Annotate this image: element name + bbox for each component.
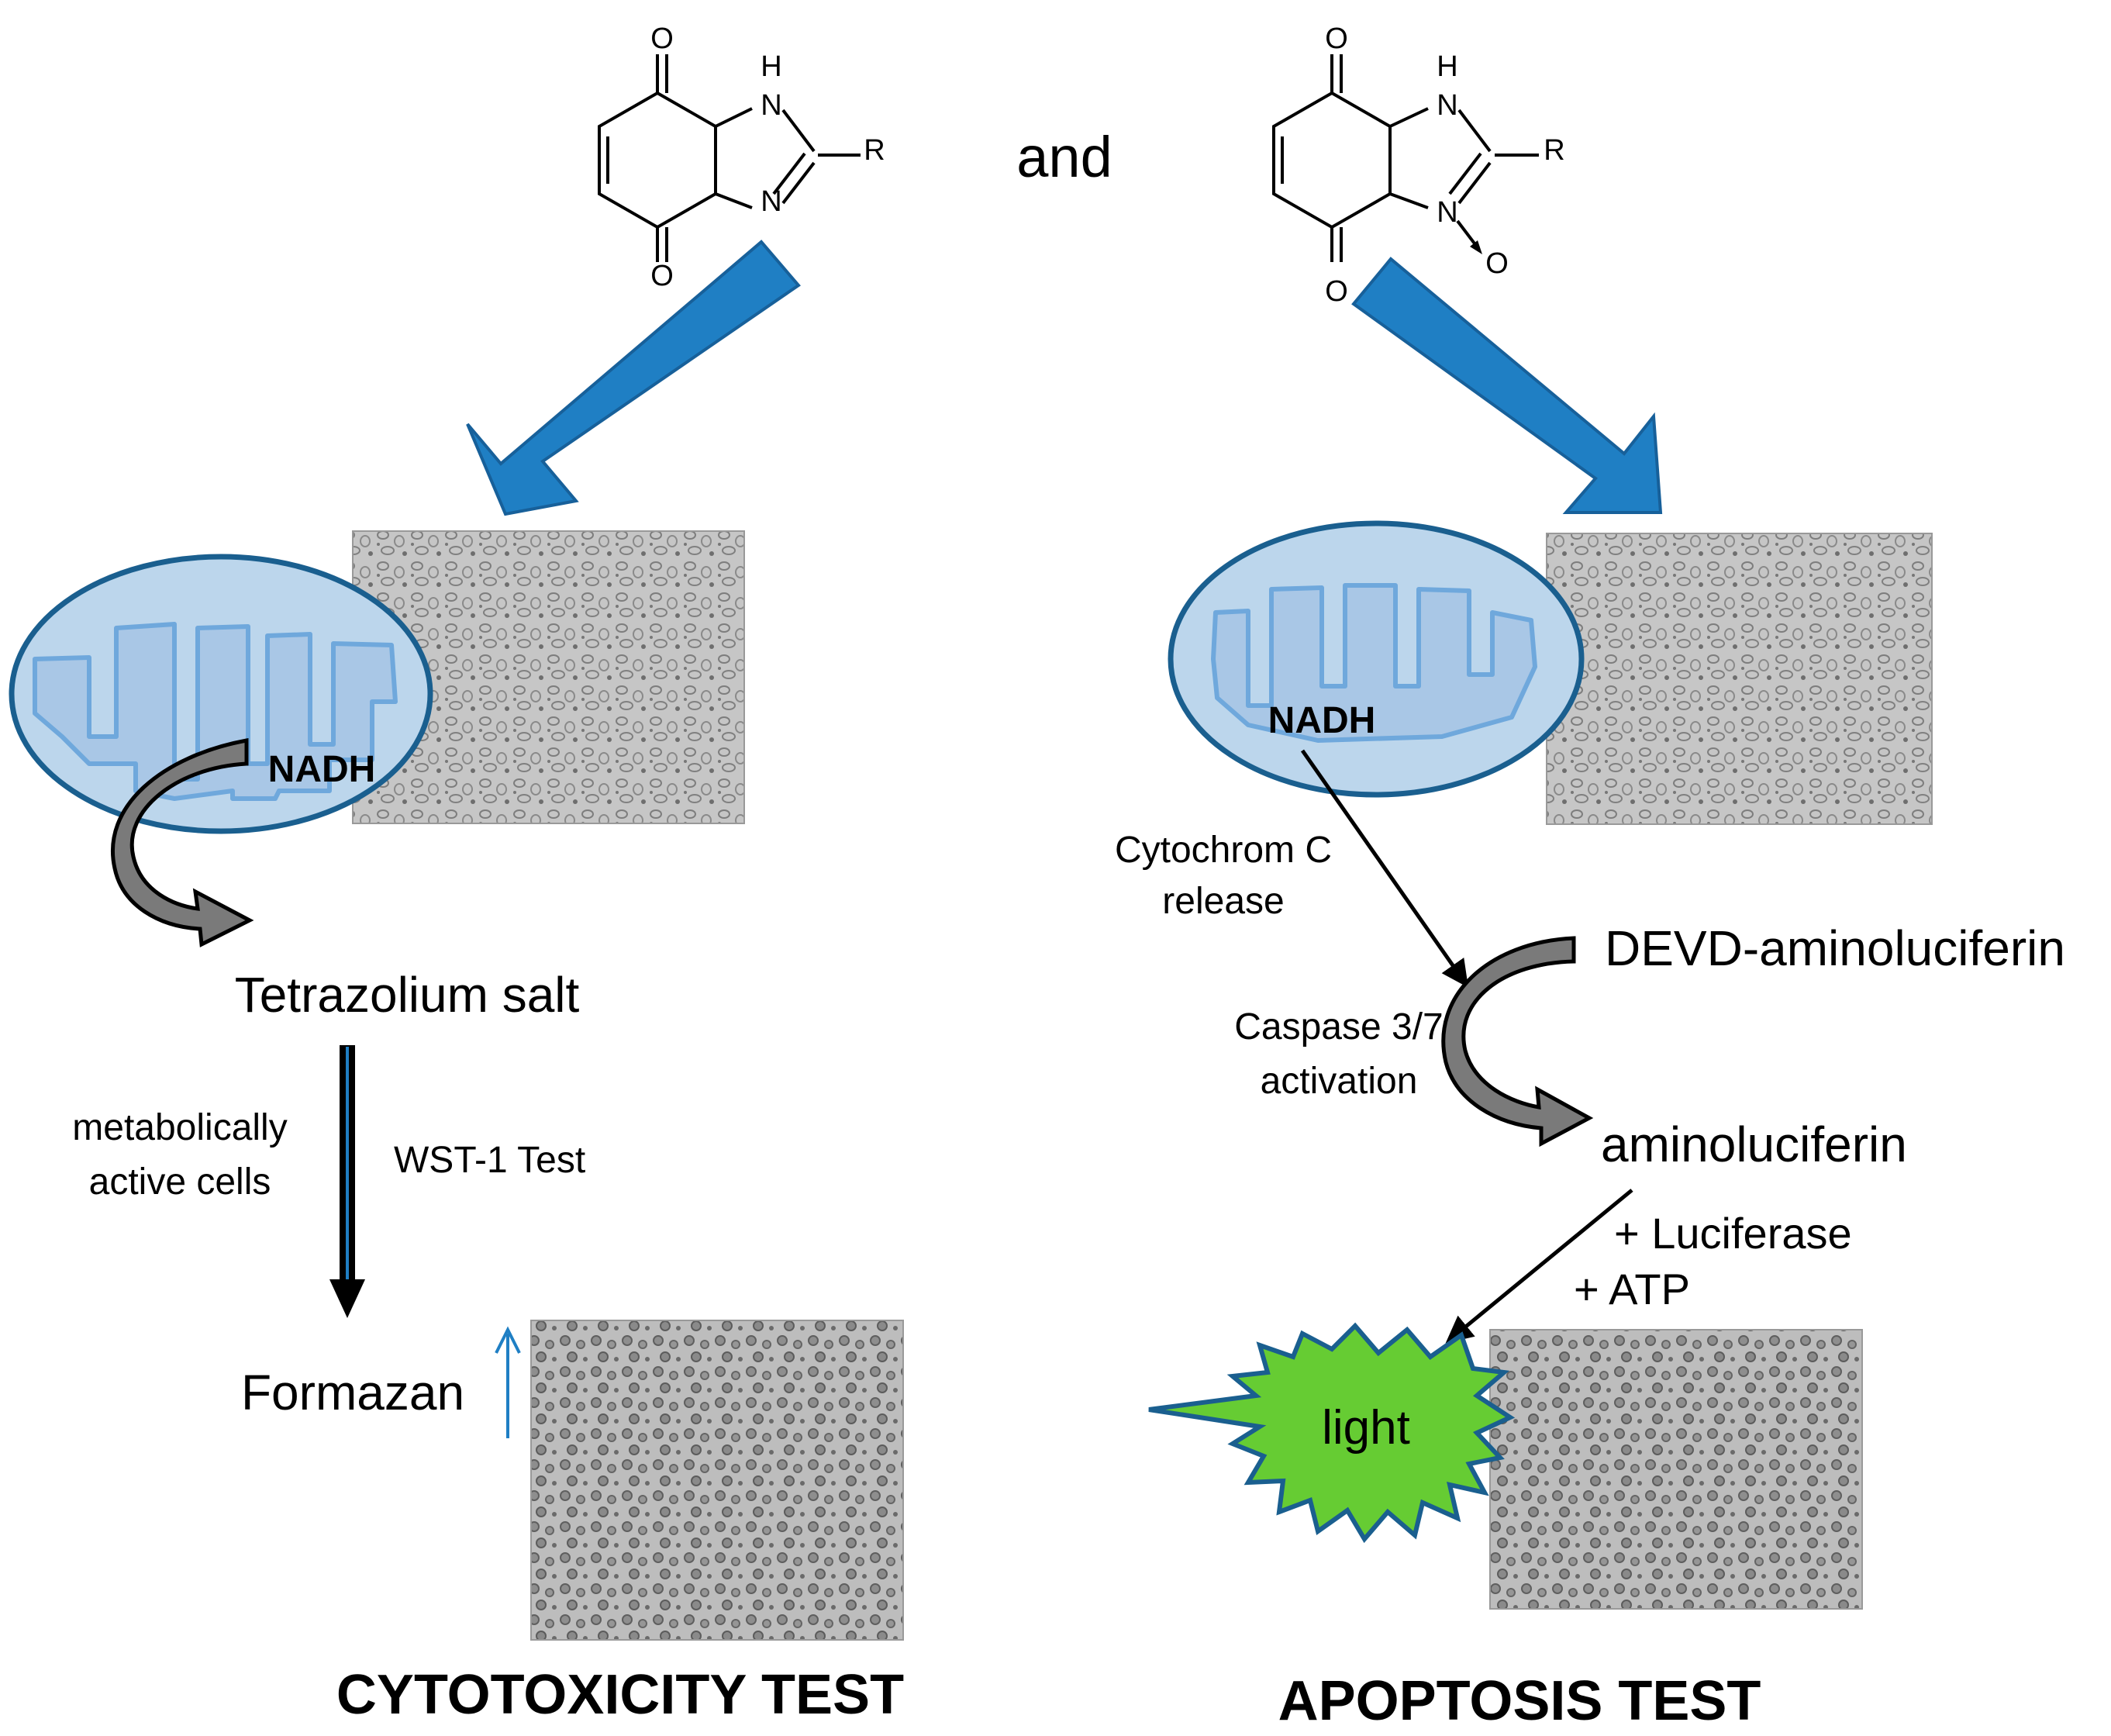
arrow-nadh-to-caspase: [1300, 749, 1469, 988]
hydrogen-right: H: [1437, 50, 1457, 83]
vertical-arrow-left: [329, 1045, 365, 1318]
n-oxide-oxygen: O: [1485, 247, 1509, 280]
devd-aminoluciferin-label: DEVD-aminoluciferin: [1605, 920, 2065, 976]
tetrazolium-salt-label: Tetrazolium salt: [235, 967, 580, 1023]
arrow-aminoluciferin-to-light: [1445, 1189, 1633, 1344]
metabolically-line2: active cells: [89, 1161, 271, 1203]
cell-micrograph-right-top: [1546, 533, 1933, 825]
oxygen-bottom-left: O: [650, 260, 674, 292]
molecule-right: [1272, 54, 1539, 262]
light-label: light: [1322, 1401, 1410, 1455]
formazan-label: Formazan: [241, 1365, 464, 1420]
and-label: and: [1016, 125, 1112, 189]
cell-micrograph-left-bottom: [530, 1320, 904, 1641]
light-burst-icon: [1148, 1322, 1516, 1544]
caspase-line1: Caspase 3/7: [1234, 1006, 1444, 1047]
nadh-label-left: NADH: [268, 749, 376, 790]
blue-arrow-right: [1351, 257, 1663, 514]
nitrogen-upper-right: N: [1437, 89, 1457, 122]
cell-micrograph-right-bottom: [1489, 1329, 1863, 1610]
nadh-label-right: NADH: [1268, 700, 1376, 741]
cytochrom-c-line2: release: [1162, 881, 1284, 922]
curved-arrow-right: [1441, 936, 1594, 1148]
r-group-left: R: [864, 134, 885, 167]
oxygen-top-left: O: [650, 22, 674, 55]
nitrogen-lower-right: N: [1437, 196, 1457, 229]
increase-arrow-icon: [495, 1326, 521, 1438]
cytochrom-c-line1: Cytochrom C: [1115, 830, 1332, 871]
apoptosis-test-title: APOPTOSIS TEST: [1278, 1670, 1761, 1732]
aminoluciferin-label: aminoluciferin: [1601, 1116, 1907, 1172]
oxygen-top-right: O: [1325, 22, 1348, 55]
blue-arrow-left: [466, 240, 801, 516]
mitochondrion-left: [9, 554, 433, 834]
nitrogen-lower-left: N: [761, 185, 781, 218]
oxygen-bottom-right: O: [1325, 275, 1348, 308]
luciferase-label: + Luciferase: [1614, 1209, 1852, 1258]
r-group-right: R: [1544, 134, 1564, 167]
metabolically-line1: metabolically: [72, 1107, 287, 1148]
caspase-line2: activation: [1261, 1061, 1418, 1102]
cytotoxicity-test-title: CYTOTOXICITY TEST: [336, 1664, 904, 1726]
n-oxide-arrowhead: [1470, 240, 1482, 254]
nitrogen-upper-left: N: [761, 89, 781, 122]
hydrogen-left: H: [761, 50, 781, 83]
molecule-left: [598, 54, 861, 262]
mitochondrion-right: [1168, 520, 1585, 798]
atp-label: + ATP: [1574, 1265, 1690, 1313]
wst1-test-label: WST-1 Test: [394, 1140, 585, 1181]
curved-arrow-left: [111, 737, 254, 947]
